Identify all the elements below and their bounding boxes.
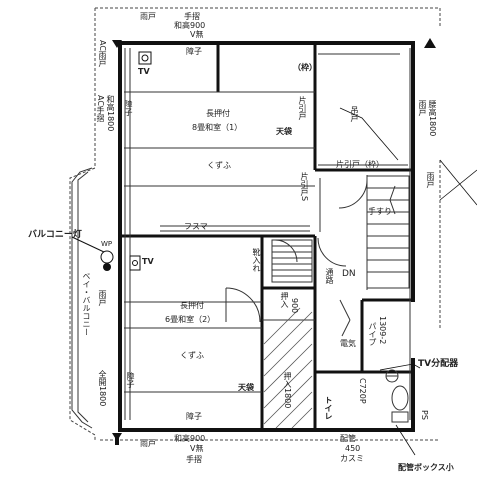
left-ac-label: AC手摺 [96,95,105,122]
bottom-wadaka-label: 和高900 [174,434,206,443]
bottom-hokan-label: 配管 [340,434,356,443]
left-wadaka-label: 和高1800 [106,95,115,132]
top-tesuri-label: 手摺 [184,12,200,21]
katahikido2-label: 片引戸（枠） [336,160,384,169]
room1-line1: 長押付 [206,109,230,118]
bottom-tesuri-label: 手摺 [186,455,202,464]
left-shoji2-label: 障子 [126,372,135,388]
tsurido-label: 吊戸 [350,106,359,122]
tesuri-label: 手すり [368,207,392,216]
door-swings [225,179,368,337]
shukanban-label: 靴入れ [252,248,261,272]
bottom-num-label: 450 [345,444,361,453]
oshiire2-label: 押入1800 [283,372,292,409]
tsuuro-label: 通路 [325,268,334,284]
leader-lines [339,107,477,456]
room2-line1: 長押付 [180,301,204,310]
top-amado-label: 雨戸 [140,12,156,21]
oshiire-label: 押入 [280,292,289,308]
left-amado2-label: 雨戸 [98,290,107,306]
thin-lines [124,48,411,420]
waku-label: （枠） [293,63,317,72]
top-wadaka-label: 和高900 [174,21,206,30]
dn-label: DN [342,269,356,279]
closet-hatch [263,307,313,429]
toilet-label: トイレ [324,396,333,420]
room1-floor: くずふ [207,161,231,170]
top-vmu-label: V無 [190,30,204,39]
amado-r2-label: 雨戸 [426,172,435,188]
bottom-kasumi-label: カスミ [340,454,364,463]
room2-floor: くずふ [180,351,204,360]
amado-r-label: 雨戸 [418,100,427,116]
c720-label: C720P [358,378,367,404]
ac-amado-label: AC雨戸 [98,40,107,67]
top-shoji-label: 障子 [186,47,202,56]
denki-label: 電気 [340,339,356,348]
bottom-vmu-label: V無 [190,444,204,453]
balcony-outline [71,167,93,429]
katahikido3-label: 片引戸S [300,172,309,202]
tv2-label: TV [142,257,154,266]
room1-line2: 8畳和室（1） [192,123,243,132]
bottom-amado-label: 雨戸 [140,439,156,448]
wp-label: WP [101,240,113,248]
corner-markers [112,38,436,445]
balcony-label: ベイ・バルコニー [82,272,91,336]
left-shoji-top: 障子 [124,100,133,116]
staircase [271,175,410,289]
koshi-r-label: 腰高1800 [428,100,437,137]
room2-line2: 6畳和室（2） [165,315,216,324]
bottom-shoji-label: 障子 [186,412,202,421]
tv-distributor-label: TV分配器 [418,359,459,369]
fusuma-label: フスマ [184,222,208,231]
ps-label: PS [420,410,429,420]
pipe-label: パイプ [368,322,377,346]
site-boundary [69,7,441,441]
toilet-fixture [385,369,409,423]
katahikido1-label: 片引戸 [298,96,307,120]
balcony-light-symbol [71,236,114,271]
tenba2-label: 天袋 [238,383,254,392]
interior-walls [120,43,413,430]
pipe-box-label: 配管ボックス小 [398,463,454,472]
tenba-label: 天袋 [276,127,292,136]
tv-outlets [129,51,152,271]
left-zenkou-label: 全開1800 [98,370,107,407]
pipe-num-label: 1309-2 [378,316,387,345]
balcony-light-label: バルコニー灯 [28,230,82,240]
tv1-label: TV [138,67,150,76]
oshiire-900-label: 900 [290,298,299,314]
